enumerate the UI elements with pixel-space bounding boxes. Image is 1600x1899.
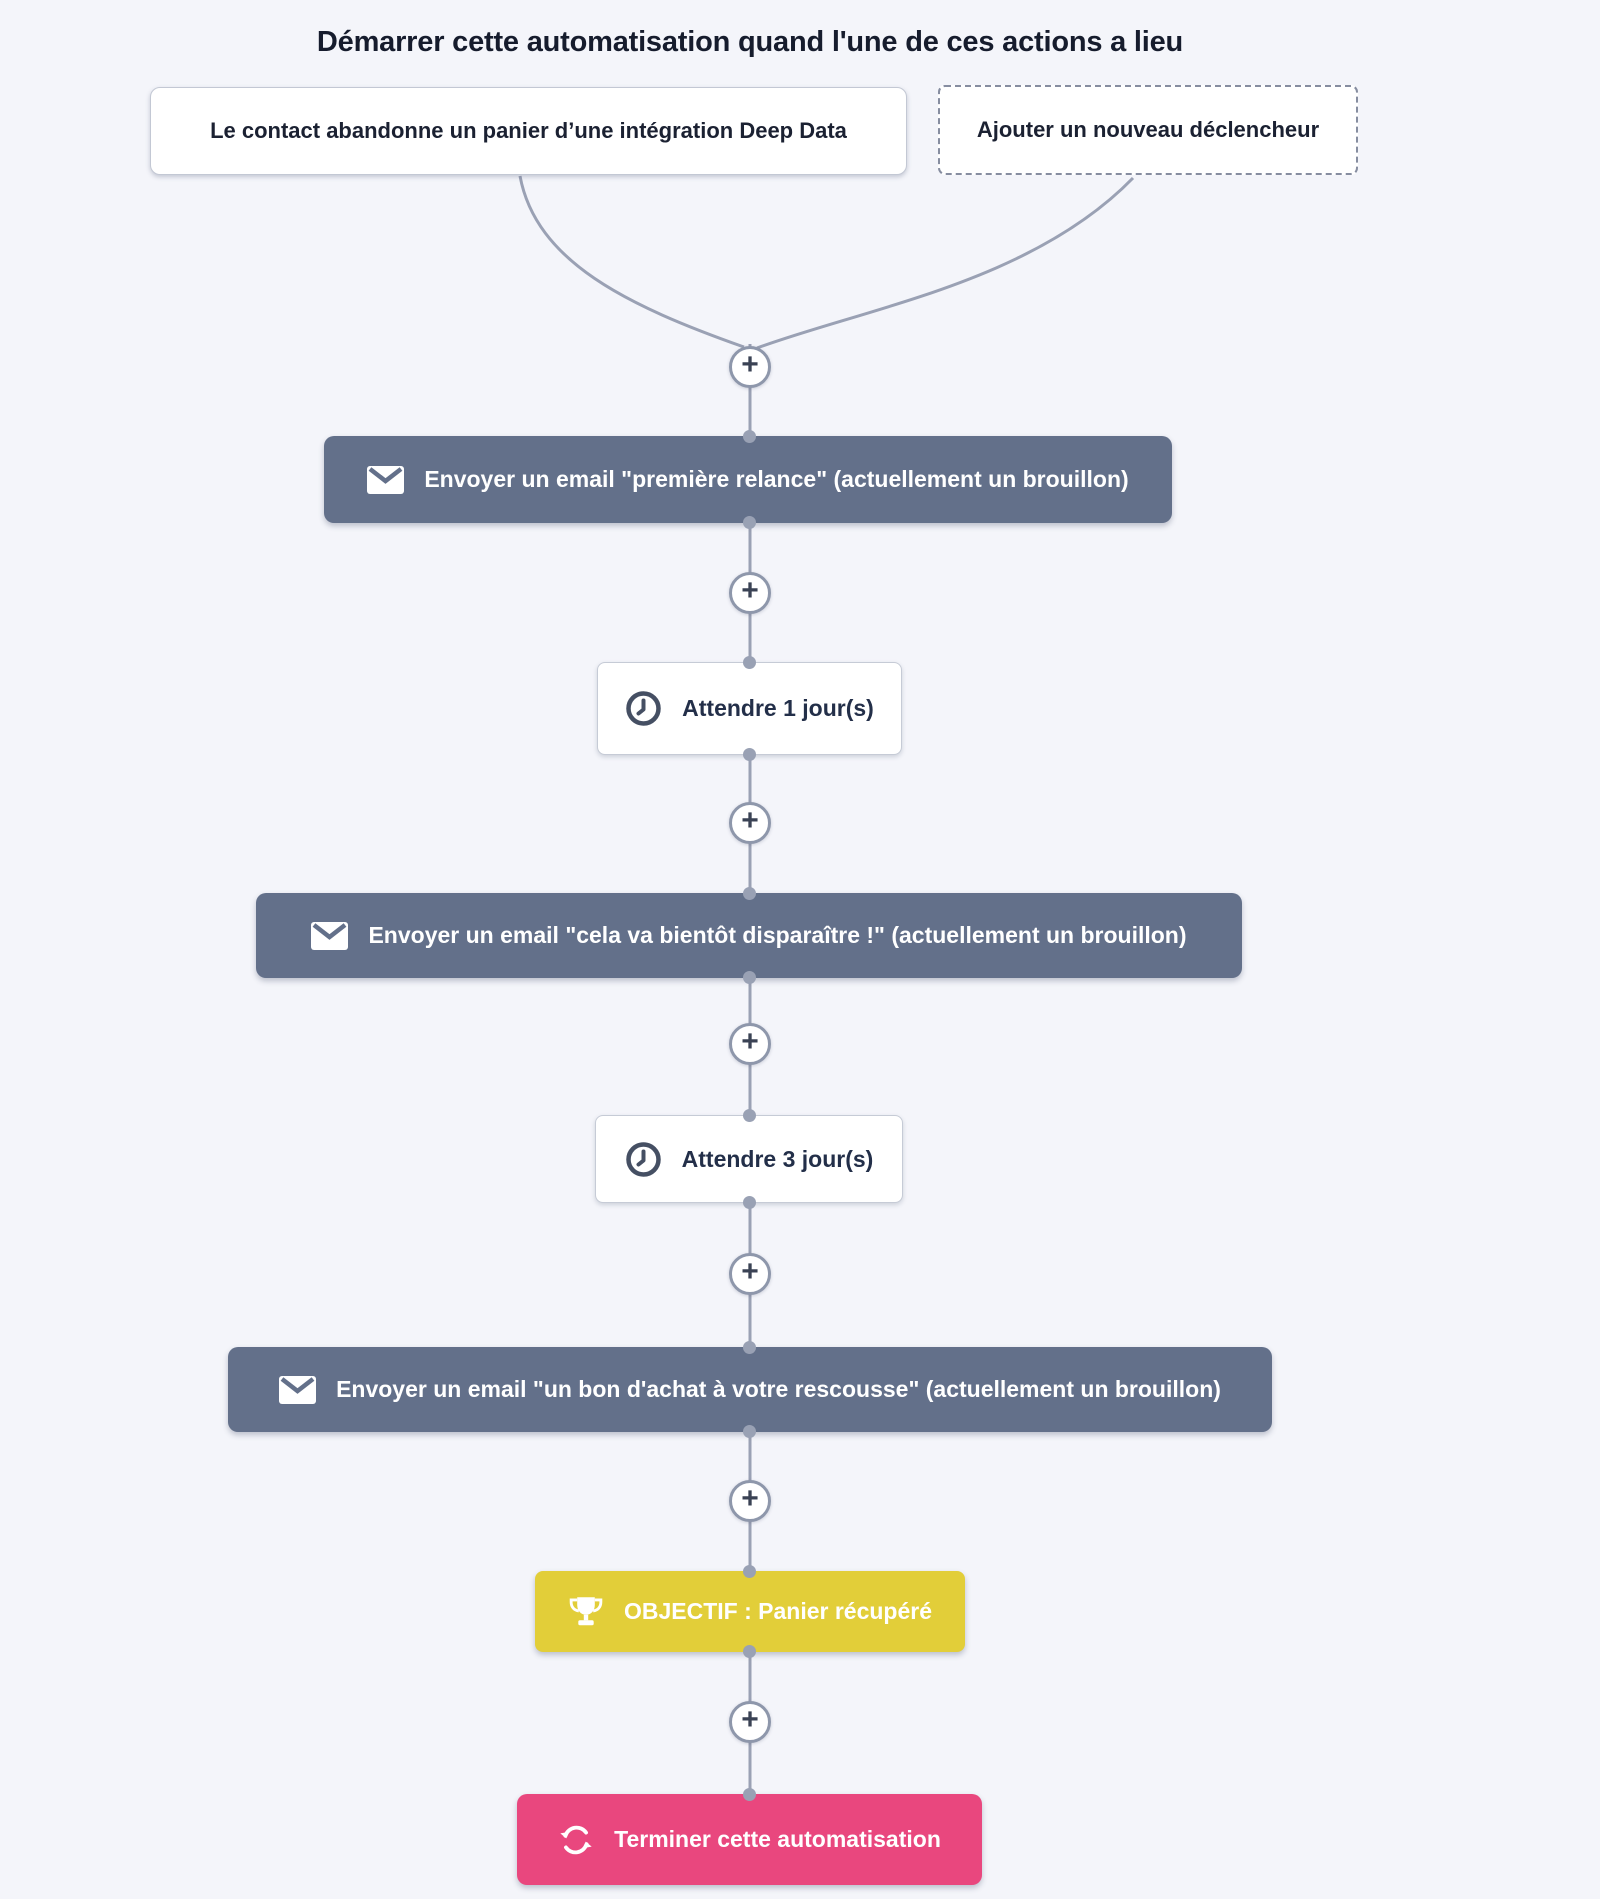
connector-dot bbox=[743, 1565, 756, 1578]
node-label: Envoyer un email "première relance" (act… bbox=[424, 466, 1129, 492]
add-step-button[interactable]: + bbox=[729, 1480, 771, 1522]
node-send-email-bon-achat[interactable]: Envoyer un email "un bon d'achat à votre… bbox=[228, 1347, 1272, 1432]
node-send-email-bientot-disparaitre[interactable]: Envoyer un email "cela va bientôt dispar… bbox=[256, 893, 1242, 978]
connector-dot bbox=[743, 971, 756, 984]
envelope-icon bbox=[279, 1375, 317, 1404]
plus-icon: + bbox=[741, 1255, 759, 1288]
node-wait-3-days[interactable]: Attendre 3 jour(s) bbox=[595, 1115, 903, 1203]
node-wait-1-day[interactable]: Attendre 1 jour(s) bbox=[597, 662, 902, 755]
plus-icon: + bbox=[741, 348, 759, 381]
plus-icon: + bbox=[741, 1482, 759, 1515]
node-send-email-premiere-relance[interactable]: Envoyer un email "première relance" (act… bbox=[324, 436, 1172, 523]
connector-dot bbox=[743, 1109, 756, 1122]
trigger-connector-right bbox=[756, 176, 1135, 350]
connector-dot bbox=[743, 1196, 756, 1209]
envelope-icon bbox=[311, 921, 349, 950]
node-label: Attendre 3 jour(s) bbox=[681, 1145, 874, 1172]
add-trigger-label: Ajouter un nouveau déclencheur bbox=[976, 117, 1320, 142]
add-trigger-button[interactable]: Ajouter un nouveau déclencheur bbox=[938, 85, 1358, 175]
plus-icon: + bbox=[741, 574, 759, 607]
add-step-button[interactable]: + bbox=[729, 802, 771, 844]
plus-icon: + bbox=[741, 804, 759, 837]
add-step-button[interactable]: + bbox=[729, 1253, 771, 1295]
connector-dot bbox=[743, 1425, 756, 1438]
add-step-button[interactable]: + bbox=[729, 346, 771, 388]
node-end-automation[interactable]: Terminer cette automatisation bbox=[517, 1794, 982, 1885]
connector-dot bbox=[743, 656, 756, 669]
connector-dot bbox=[743, 516, 756, 529]
add-step-button[interactable]: + bbox=[729, 1023, 771, 1065]
connector-dot bbox=[743, 430, 756, 443]
plus-icon: + bbox=[741, 1025, 759, 1058]
connector-dot bbox=[743, 748, 756, 761]
node-label: Terminer cette automatisation bbox=[614, 1826, 941, 1852]
connector-dot bbox=[743, 887, 756, 900]
plus-icon: + bbox=[741, 1703, 759, 1736]
node-goal-panier-recupere[interactable]: OBJECTIF : Panier récupéré bbox=[535, 1571, 965, 1652]
trigger-label: Le contact abandonne un panier d’une int… bbox=[210, 118, 847, 143]
trigger-deep-data-cart-abandon[interactable]: Le contact abandonne un panier d’une int… bbox=[150, 87, 907, 175]
clock-icon bbox=[625, 690, 662, 727]
connector-dot bbox=[743, 1788, 756, 1801]
node-label: Attendre 1 jour(s) bbox=[682, 695, 874, 721]
node-label: Envoyer un email "cela va bientôt dispar… bbox=[368, 922, 1187, 948]
trophy-icon bbox=[568, 1595, 604, 1628]
add-step-button[interactable]: + bbox=[729, 572, 771, 614]
add-step-button[interactable]: + bbox=[729, 1701, 771, 1743]
connector-dot bbox=[743, 1341, 756, 1354]
clock-icon bbox=[625, 1141, 662, 1178]
envelope-icon bbox=[367, 465, 405, 494]
node-label: OBJECTIF : Panier récupéré bbox=[623, 1598, 933, 1624]
connector-dot bbox=[743, 1645, 756, 1658]
node-label: Envoyer un email "un bon d'achat à votre… bbox=[336, 1376, 1221, 1402]
page-title: Démarrer cette automatisation quand l'un… bbox=[316, 26, 1184, 58]
trigger-connector-left bbox=[518, 175, 745, 349]
sync-icon bbox=[558, 1822, 594, 1858]
